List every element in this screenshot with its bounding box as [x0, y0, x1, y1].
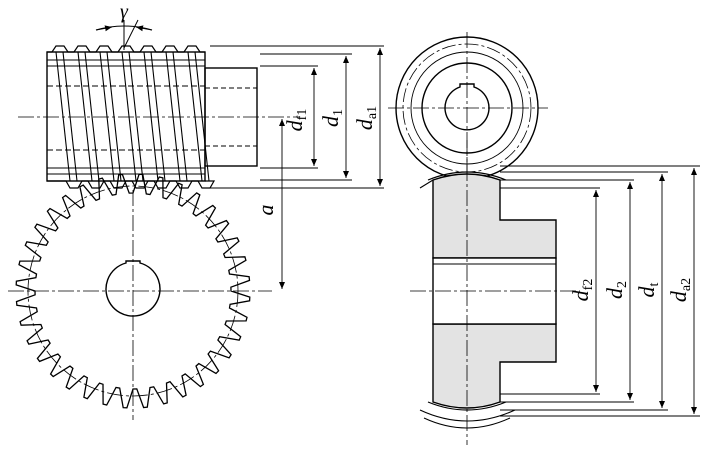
d2-label: d2: [602, 281, 630, 299]
worm-helical-threads: [55, 51, 210, 182]
worm-thread-flank: [143, 51, 159, 182]
worm-thread-flank: [106, 51, 122, 182]
da2-label: da2: [666, 278, 694, 302]
center-distance-label: a: [253, 205, 278, 216]
worm-thread-flank: [121, 51, 137, 182]
worm-thread-flank: [172, 51, 188, 182]
worm-thread-flank: [187, 51, 203, 182]
worm-thread-flank: [165, 51, 181, 182]
worm-end-view: [388, 32, 548, 186]
worm-thread-flank: [128, 51, 144, 182]
section-lower-fill: [432, 323, 557, 409]
worm-thread-flank: [99, 51, 115, 182]
section-upper-fill: [432, 173, 557, 259]
worm-thread-flank: [55, 51, 71, 182]
worm-thread-flank: [62, 51, 78, 182]
worm-thread-flank: [77, 51, 93, 182]
dt-label: dt: [634, 282, 662, 297]
worm-thread-flank: [150, 51, 166, 182]
df2-label: df2: [568, 279, 596, 302]
gear-bore-keyway: [105, 260, 161, 317]
worm-dimensions: [210, 45, 384, 289]
worm-wheel-section-view: [410, 140, 580, 445]
df1-label: df1: [282, 109, 310, 132]
worm-body-outline: [46, 51, 206, 182]
worm-thread-flank: [194, 51, 210, 182]
worm-wheel-front-view: [8, 173, 272, 420]
lead-angle-indicator: [95, 19, 153, 50]
gamma-label: γ: [120, 1, 129, 23]
worm-bore-keyway: [444, 83, 490, 131]
worm-side-view: [18, 45, 300, 189]
worm-thread-lines: [47, 59, 205, 175]
worm-top-thread-profile: [47, 45, 205, 53]
worm-thread-flank: [84, 51, 100, 182]
da1-label: da1: [352, 106, 380, 130]
d1-label: d1: [318, 109, 346, 127]
worm-bottom-thread-profile: [47, 180, 216, 189]
wheel-dimensions: [500, 165, 700, 417]
